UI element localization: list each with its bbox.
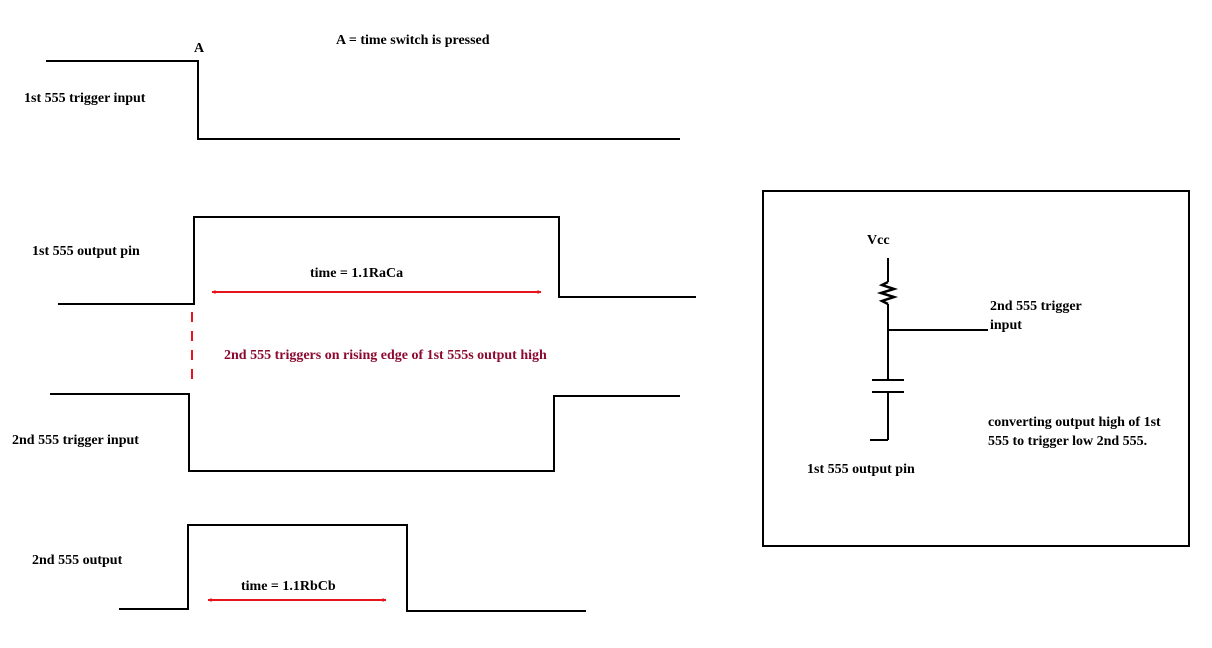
- output1-label: 1st 555 output pin: [32, 244, 140, 259]
- rising-edge-note: 2nd 555 triggers on rising edge of 1st 5…: [224, 348, 547, 363]
- resistor-icon: [876, 280, 899, 306]
- output1-time-label: time = 1.1RaCa: [310, 266, 403, 281]
- legend-text: A = time switch is pressed: [336, 33, 490, 48]
- circuit-description-line1: converting output high of 1st: [988, 415, 1161, 430]
- output2-waveform: [119, 524, 586, 612]
- output1-waveform: [58, 216, 696, 305]
- trigger1-label: 1st 555 trigger input: [24, 91, 146, 106]
- circuit-box: [762, 190, 1190, 547]
- circuit-source-label: 1st 555 output pin: [807, 462, 915, 477]
- circuit-trigger-label-line2: input: [990, 318, 1022, 333]
- circuit-trigger-label-line1: 2nd 555 trigger: [990, 299, 1082, 314]
- trigger1-waveform: [46, 60, 680, 140]
- point-a-label: A: [194, 41, 205, 56]
- output2-time-label: time = 1.1RbCb: [241, 579, 336, 594]
- circuit-description-line2: 555 to trigger low 2nd 555.: [988, 434, 1147, 449]
- vcc-label: Vcc: [867, 233, 890, 248]
- output2-label: 2nd 555 output: [32, 553, 123, 568]
- trigger2-label: 2nd 555 trigger input: [12, 433, 139, 448]
- trigger2-waveform: [50, 393, 680, 472]
